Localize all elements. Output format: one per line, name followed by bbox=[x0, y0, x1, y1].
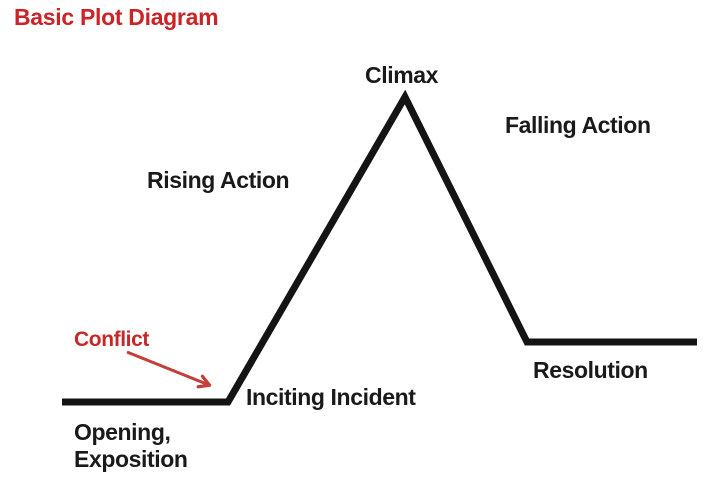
label-rising-action: Rising Action bbox=[147, 167, 290, 193]
conflict-arrow bbox=[126, 350, 212, 389]
label-opening-line1: Opening, bbox=[74, 419, 171, 445]
label-resolution: Resolution bbox=[533, 357, 648, 383]
label-opening-exposition: Opening, Exposition bbox=[74, 419, 188, 473]
plot-arc-line bbox=[62, 89, 697, 406]
label-inciting-incident: Inciting Incident bbox=[246, 384, 416, 410]
label-opening-line2: Exposition bbox=[74, 446, 188, 472]
label-climax: Climax bbox=[365, 62, 439, 88]
diagram-title: Basic Plot Diagram bbox=[14, 4, 219, 30]
label-conflict: Conflict bbox=[74, 328, 149, 351]
label-falling-action: Falling Action bbox=[505, 112, 651, 138]
